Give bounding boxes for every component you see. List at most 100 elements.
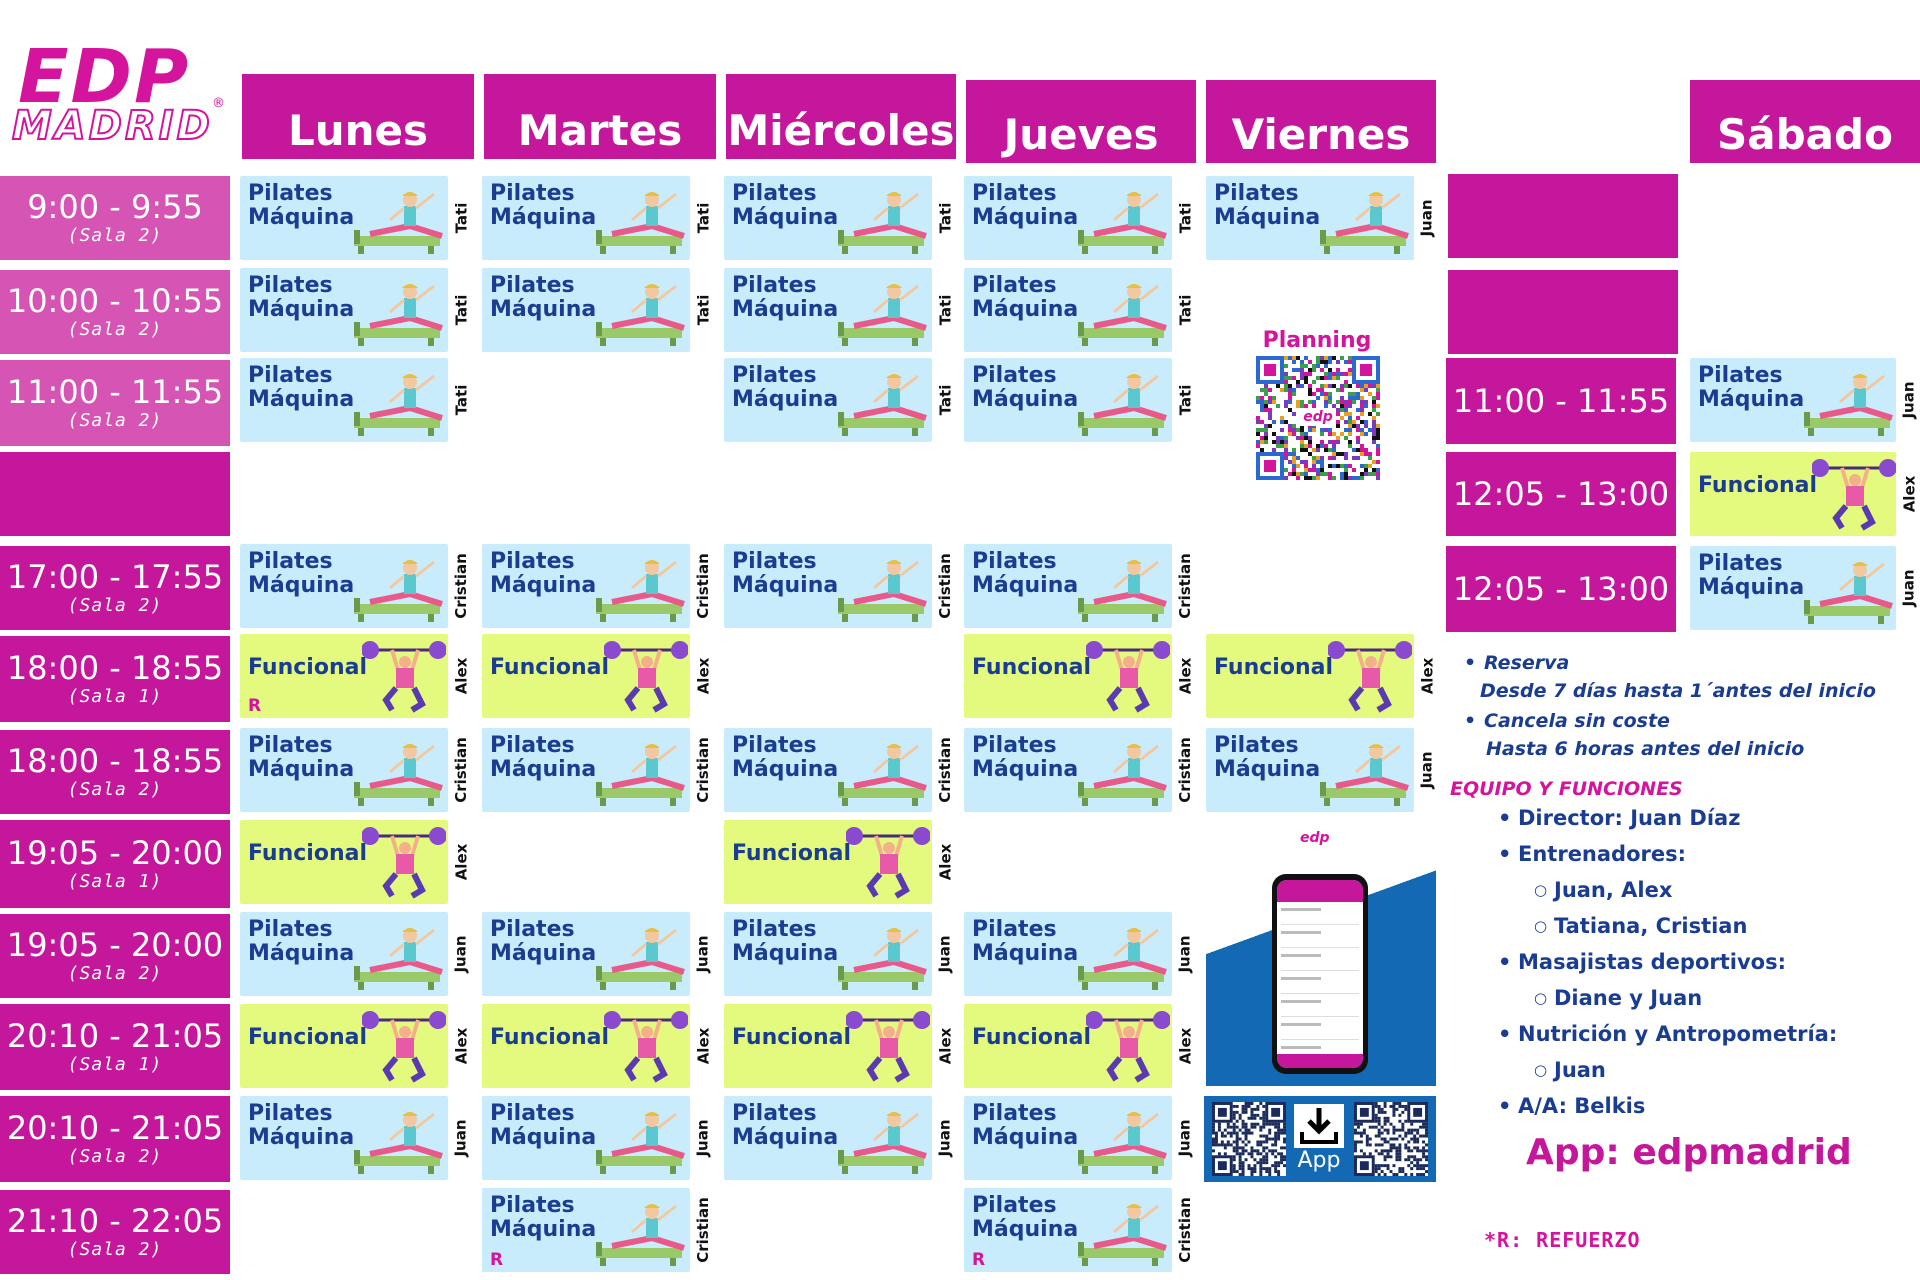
- android-qr-code[interactable]: [1212, 1102, 1286, 1176]
- class-card-pilates-maquina[interactable]: Pilates Máquina Juan: [724, 1096, 956, 1180]
- weightlifting-illustration: [1086, 641, 1170, 713]
- class-card-pilates-maquina[interactable]: Pilates Máquina Tati: [240, 176, 472, 260]
- class-card-pilates-maquina[interactable]: Pilates Máquina Tati: [724, 176, 956, 260]
- class-card-pilates-maquina[interactable]: Pilates Máquina Juan: [1690, 546, 1920, 630]
- class-card-pilates-maquina[interactable]: Pilates Máquina Cristian: [964, 728, 1196, 812]
- coach-label: Tati: [692, 268, 714, 352]
- class-card-pilates-maquina[interactable]: Pilates Máquina Cristian: [724, 728, 956, 812]
- coach-label: Juan: [934, 912, 956, 996]
- class-card-pilates-maquina[interactable]: Pilates Máquina Tati: [724, 268, 956, 352]
- class-card-pilates-maquina[interactable]: Pilates Máquina Cristian: [240, 544, 472, 628]
- class-name: Pilates Máquina: [248, 1101, 355, 1150]
- pilates-reformer-illustration: [354, 744, 443, 806]
- coach-name: Juan: [936, 1119, 954, 1157]
- day-header-martes: Martes: [484, 74, 716, 159]
- ios-qr-code[interactable]: [1354, 1102, 1428, 1176]
- pilates-reformer-illustration: [838, 374, 927, 436]
- coach-label: Juan: [450, 1096, 472, 1180]
- class-card-pilates-maquina[interactable]: Pilates Máquina Juan: [1206, 728, 1438, 812]
- class-card-funcional[interactable]: Funcional Alex: [240, 1004, 472, 1088]
- class-card-pilates-maquina[interactable]: Pilates Máquina Juan: [964, 912, 1196, 996]
- class-card-pilates-maquina[interactable]: Pilates Máquina Tati: [482, 176, 714, 260]
- app-download-label: App: [1297, 1148, 1341, 1173]
- class-card-funcional[interactable]: Funcional R Alex: [240, 634, 472, 718]
- room-label: (Sala 1): [67, 1054, 163, 1075]
- coach-name: Cristian: [1176, 1197, 1194, 1263]
- weightlifting-illustration: [846, 827, 930, 899]
- saturday-time-slot-1: 11:00 - 11:55: [1446, 358, 1676, 444]
- time-label: 18:00 - 18:55: [6, 649, 224, 687]
- class-card-funcional[interactable]: Funcional Alex: [964, 634, 1196, 718]
- coach-name: Tati: [936, 294, 955, 326]
- class-name: Funcional: [248, 841, 368, 866]
- class-card-funcional[interactable]: Funcional Alex: [964, 1004, 1196, 1088]
- class-card-pilates-maquina[interactable]: Pilates Máquina Tati: [964, 358, 1196, 442]
- class-card-pilates-maquina[interactable]: Pilates Máquina Cristian: [482, 544, 714, 628]
- class-card-pilates-maquina[interactable]: Pilates Máquina Tati: [240, 358, 472, 442]
- coach-name: Juan: [1418, 751, 1436, 789]
- phone-list-row: [1281, 977, 1359, 994]
- phone-list-row: [1281, 1023, 1359, 1040]
- weightlifting-illustration: [362, 827, 446, 899]
- class-card-pilates-maquina[interactable]: Pilates Máquina Juan: [964, 1096, 1196, 1180]
- phone-list-row: [1281, 954, 1359, 971]
- class-card-pilates-maquina[interactable]: Pilates Máquina Juan: [1206, 176, 1438, 260]
- class-card-pilates-maquina[interactable]: Pilates Máquina Juan: [240, 912, 472, 996]
- class-card-pilates-maquina[interactable]: Pilates Máquina Juan: [482, 912, 714, 996]
- class-card-funcional[interactable]: Funcional Alex: [724, 1004, 956, 1088]
- class-card-pilates-maquina[interactable]: Pilates Máquina Juan: [1690, 358, 1920, 442]
- coach-name: Juan: [1900, 569, 1918, 607]
- class-card-funcional[interactable]: Funcional Alex: [1690, 452, 1920, 536]
- coach-label: Alex: [1898, 452, 1920, 536]
- class-name: Pilates Máquina: [972, 1193, 1079, 1242]
- coach-label: Cristian: [1174, 1188, 1196, 1272]
- app-download-bar[interactable]: App: [1204, 1096, 1436, 1182]
- time-label: 20:10 - 21:05: [6, 1017, 224, 1055]
- class-name: Pilates Máquina: [248, 917, 355, 966]
- booking-cancel-detail: Hasta 6 horas antes del inicio: [1486, 738, 1805, 760]
- pilates-reformer-illustration: [596, 744, 685, 806]
- class-card-funcional[interactable]: Funcional Alex: [482, 1004, 714, 1088]
- class-card-pilates-maquina[interactable]: Pilates Máquina Tati: [964, 268, 1196, 352]
- coach-name: Juan: [1900, 381, 1918, 419]
- class-name: Pilates Máquina: [490, 733, 597, 782]
- class-card-pilates-maquina[interactable]: Pilates Máquina Tati: [482, 268, 714, 352]
- coach-name: Tati: [1176, 384, 1195, 416]
- class-name: Funcional: [972, 655, 1092, 680]
- class-card-pilates-maquina[interactable]: Pilates Máquina R Cristian: [964, 1188, 1196, 1272]
- class-card-pilates-maquina[interactable]: Pilates Máquina Juan: [482, 1096, 714, 1180]
- class-card-pilates-maquina[interactable]: Pilates Máquina Cristian: [482, 728, 714, 812]
- class-card-funcional[interactable]: Funcional Alex: [482, 634, 714, 718]
- team-trainers: Entrenadores:: [1498, 842, 1898, 878]
- class-name: Pilates Máquina: [732, 1101, 839, 1150]
- pilates-reformer-illustration: [1804, 374, 1893, 436]
- class-card-pilates-maquina[interactable]: Pilates Máquina Juan: [240, 1096, 472, 1180]
- coach-label: Cristian: [450, 728, 472, 812]
- room-label: (Sala 2): [67, 595, 163, 616]
- team-heading: EQUIPO Y FUNCIONES: [1450, 778, 1683, 800]
- class-card-funcional[interactable]: Funcional Alex: [724, 820, 956, 904]
- class-card-pilates-maquina[interactable]: Pilates Máquina Tati: [240, 268, 472, 352]
- weightlifting-illustration: [1812, 459, 1896, 531]
- pilates-reformer-illustration: [596, 928, 685, 990]
- coach-name: Tati: [936, 384, 955, 416]
- planning-qr-code[interactable]: edp: [1256, 356, 1380, 480]
- class-name: Pilates Máquina: [490, 917, 597, 966]
- class-card-pilates-maquina[interactable]: Pilates Máquina Cristian: [240, 728, 472, 812]
- team-nutrition: Nutrición y Antropometría:: [1498, 1022, 1898, 1058]
- room-label: (Sala 2): [67, 963, 163, 984]
- class-card-funcional[interactable]: Funcional Alex: [1206, 634, 1438, 718]
- class-card-pilates-maquina[interactable]: Pilates Máquina Tati: [964, 176, 1196, 260]
- class-card-pilates-maquina[interactable]: Pilates Máquina Cristian: [724, 544, 956, 628]
- coach-name: Juan: [452, 935, 470, 973]
- coach-label: Tati: [1174, 268, 1196, 352]
- class-card-pilates-maquina[interactable]: Pilates Máquina R Cristian: [482, 1188, 714, 1272]
- booking-info: Reserva Desde 7 días hasta 1´antes del i…: [1464, 652, 1904, 768]
- class-card-pilates-maquina[interactable]: Pilates Máquina Juan: [724, 912, 956, 996]
- class-card-funcional[interactable]: Funcional Alex: [240, 820, 472, 904]
- pilates-reformer-illustration: [354, 928, 443, 990]
- pilates-reformer-illustration: [838, 192, 927, 254]
- class-card-pilates-maquina[interactable]: Pilates Máquina Tati: [724, 358, 956, 442]
- class-name: Pilates Máquina: [732, 363, 839, 412]
- class-card-pilates-maquina[interactable]: Pilates Máquina Cristian: [964, 544, 1196, 628]
